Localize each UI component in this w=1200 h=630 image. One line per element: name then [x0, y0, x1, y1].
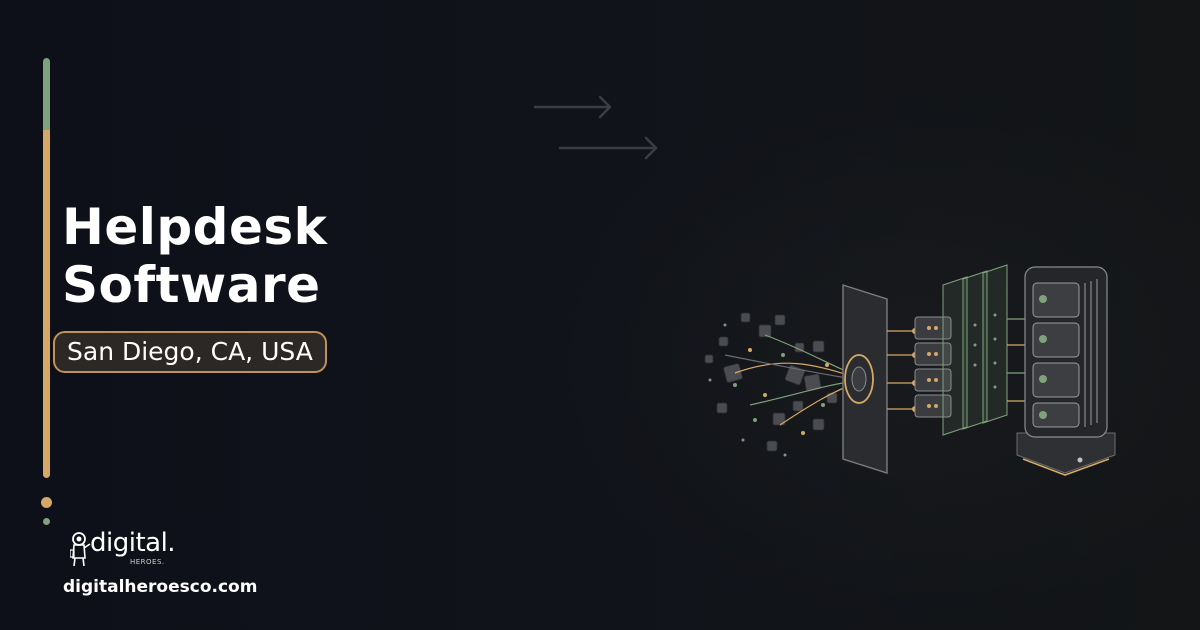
data-particles: [704, 312, 838, 452]
accent-bar-green: [43, 58, 50, 130]
filter-layers: [942, 264, 1008, 436]
accent-bar-gold: [43, 130, 50, 478]
filter-dots: [973, 313, 997, 389]
intake-panel: [842, 284, 888, 474]
title-line-2: Software: [62, 256, 321, 314]
data-dots: [708, 323, 829, 457]
logo-wordmark: digital.: [90, 528, 176, 558]
astronaut-mark-icon: [70, 532, 91, 567]
brand-logo[interactable]: digital. HEROES.: [70, 528, 210, 570]
server-tower: [1016, 266, 1116, 476]
decor-dot-green: [43, 518, 50, 525]
arrow-right-icon: [558, 136, 658, 160]
title-line-1: Helpdesk: [62, 198, 328, 256]
processing-modules: [914, 316, 952, 418]
data-pipeline-server-illustration: [704, 264, 1116, 476]
website-url[interactable]: digitalheroesco.com: [63, 577, 258, 597]
decor-dot-gold: [41, 497, 52, 508]
page-title: Helpdesk Software: [62, 198, 327, 314]
arrow-right-icon: [533, 95, 612, 119]
logo-subtitle: HEROES.: [130, 558, 165, 566]
decor-arrows: [533, 95, 658, 160]
location-badge: San Diego, CA, USA: [53, 331, 327, 373]
connector-lines: [887, 328, 918, 412]
